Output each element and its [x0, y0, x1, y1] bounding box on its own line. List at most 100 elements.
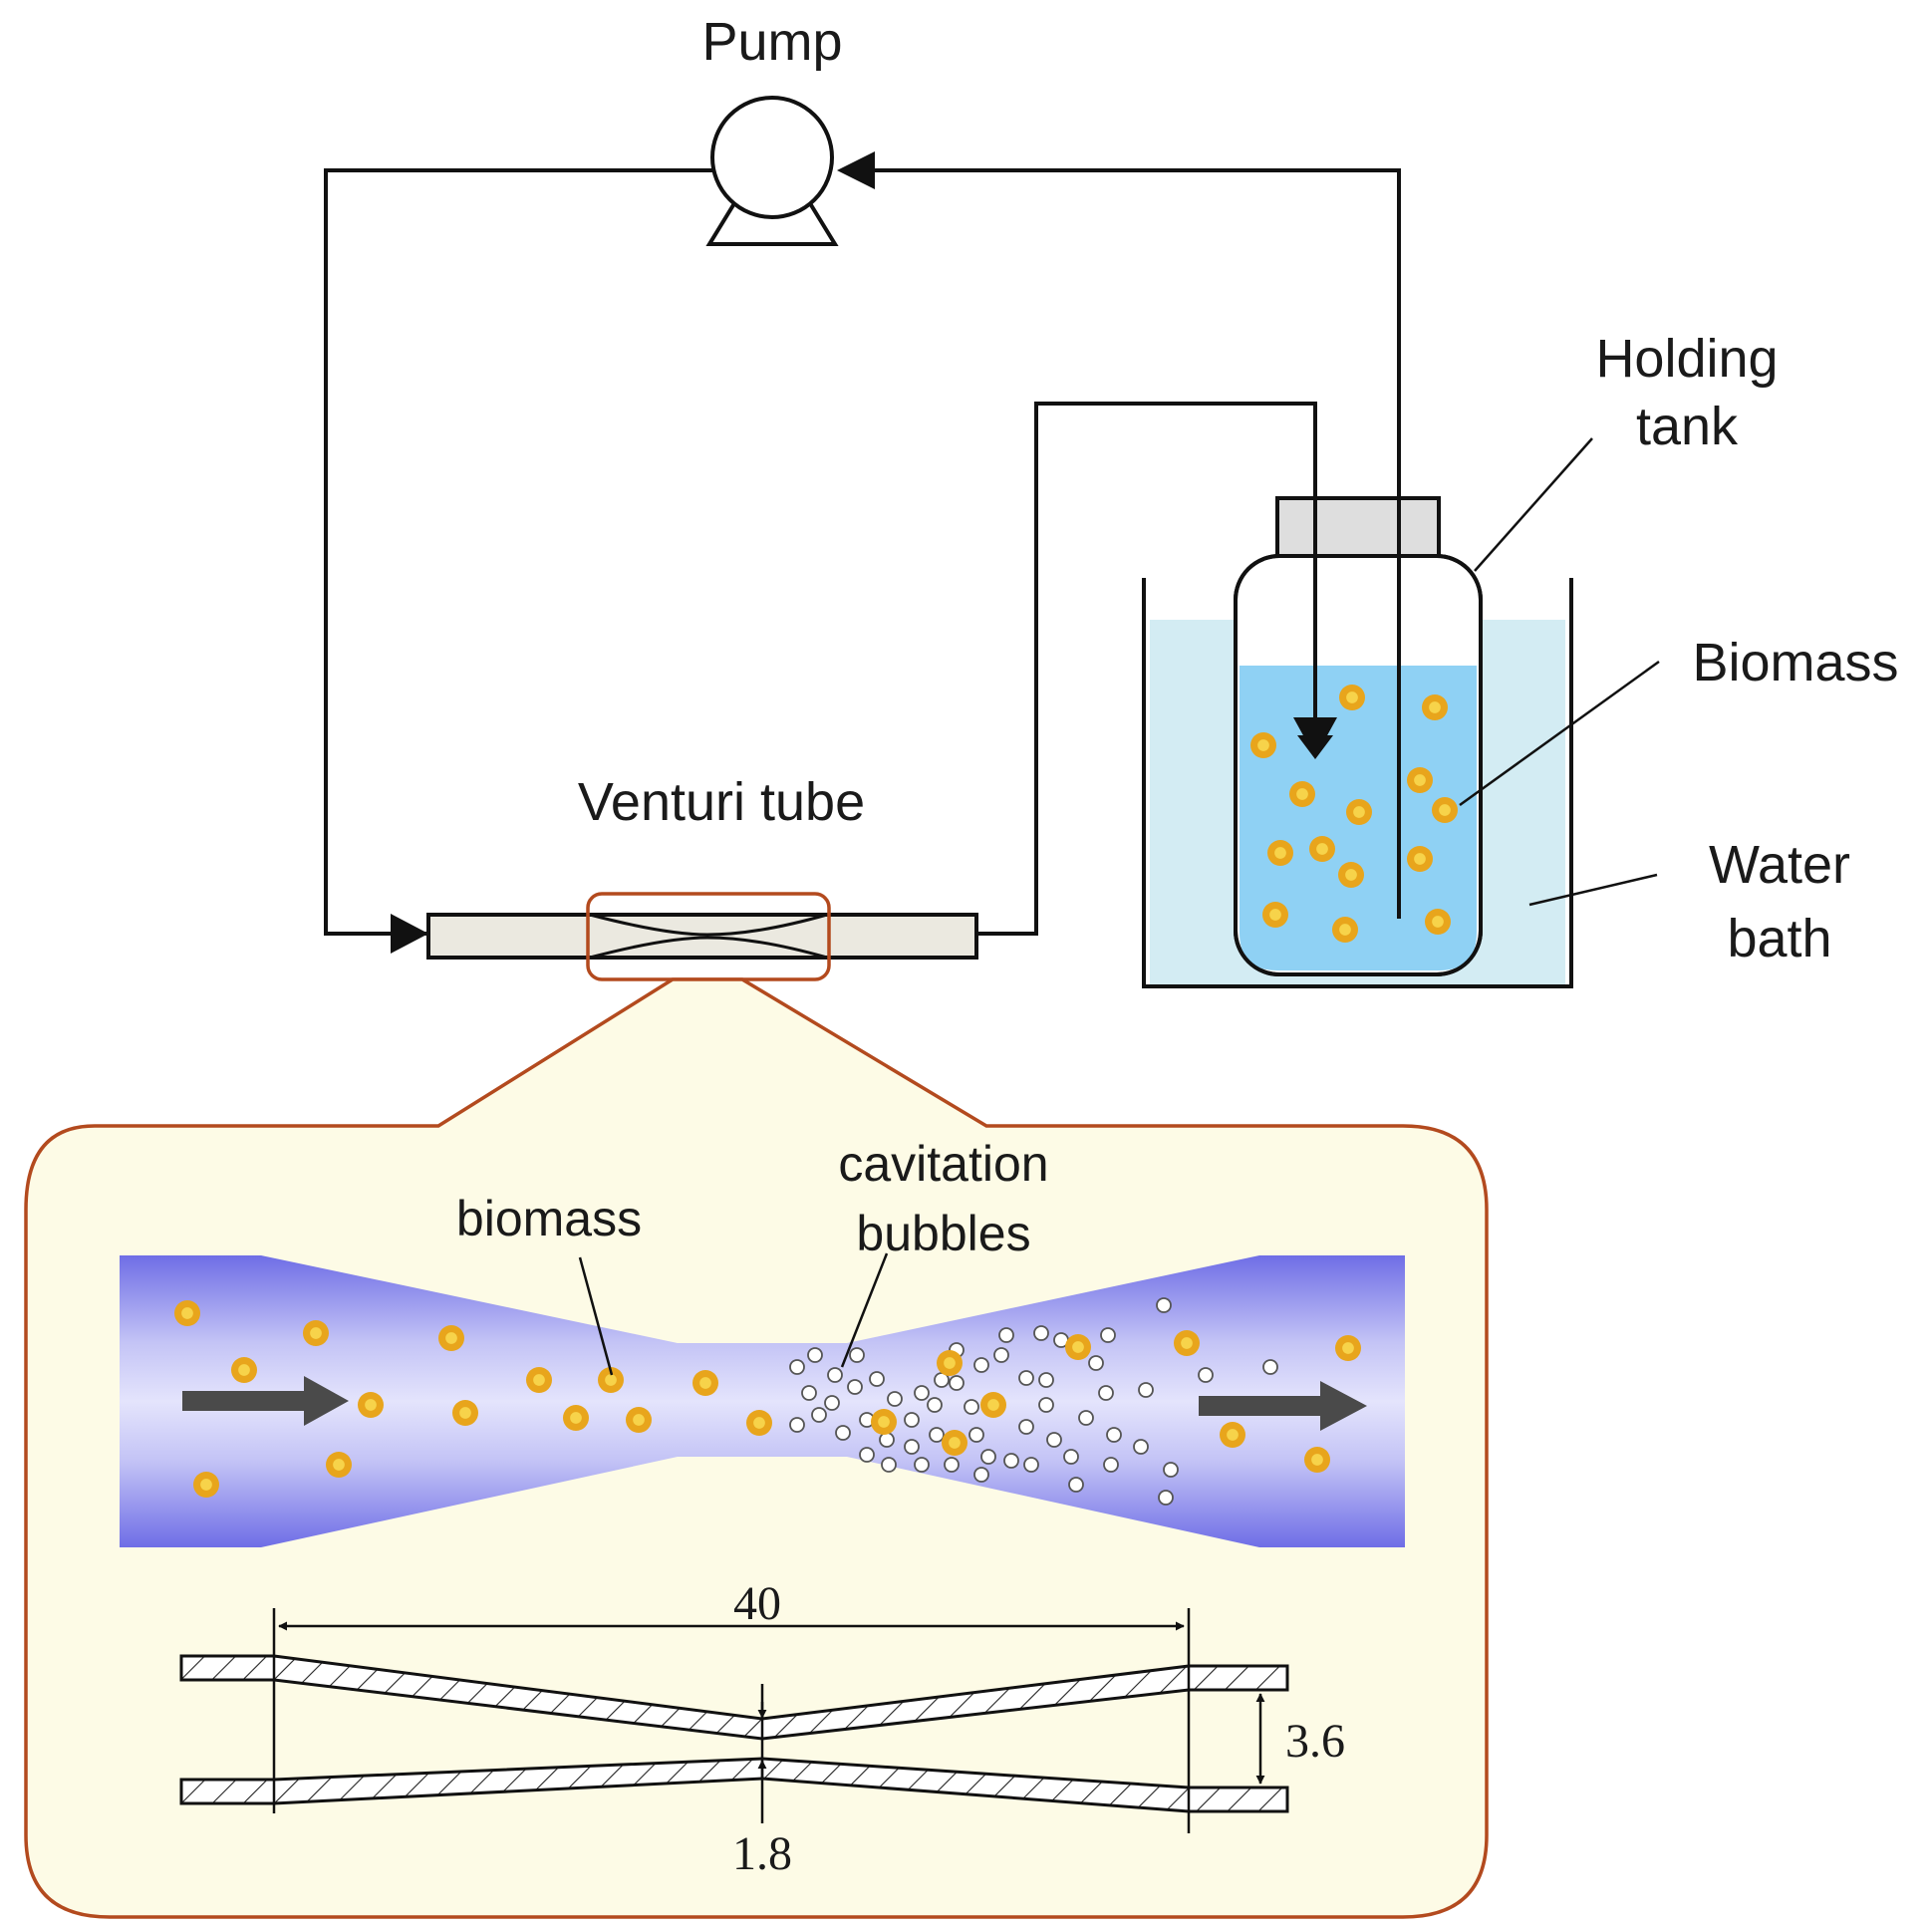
- biomass-particle-core: [1296, 788, 1308, 800]
- cavitation-bubble: [824, 1395, 840, 1411]
- venturi-cross-section: [179, 1608, 1289, 1833]
- biomass-particle-core: [333, 1459, 345, 1471]
- cavitation-bubble: [1106, 1427, 1122, 1443]
- biomass-detail-label: biomass: [456, 1191, 642, 1246]
- cavitation-bubble: [1068, 1477, 1084, 1493]
- tank-biomass-particles: [1250, 685, 1458, 943]
- cavitation-bubble: [811, 1407, 827, 1423]
- cavitation-bubble: [789, 1359, 805, 1375]
- cavitation-bubble: [1003, 1453, 1019, 1469]
- biomass-particle-core: [238, 1364, 250, 1376]
- flow-arrow-inlet: [182, 1376, 349, 1426]
- outer-diameter-text: 3.6: [1285, 1715, 1345, 1768]
- cavitation-bubble: [993, 1347, 1009, 1363]
- cavitation-bubble: [1033, 1325, 1049, 1341]
- cavitation-bubble: [1098, 1385, 1114, 1401]
- biomass-particle-core: [1346, 691, 1358, 703]
- upper-wall-hatched: [179, 1654, 1289, 1741]
- cavitation-bubble: [1133, 1439, 1149, 1455]
- cavitation-bubble: [914, 1385, 930, 1401]
- length-dimension-text: 40: [733, 1577, 781, 1630]
- cavitation-bubble: [1078, 1410, 1094, 1426]
- cavitation-bubble: [1262, 1359, 1278, 1375]
- biomass-particle-core: [1311, 1454, 1323, 1466]
- biomass-particle-core: [1414, 774, 1426, 786]
- cavitation-bubble: [1138, 1382, 1154, 1398]
- cavitation-bubble: [1023, 1457, 1039, 1473]
- biomass-particle-core: [1353, 806, 1365, 818]
- cavitation-bubble: [1163, 1462, 1179, 1478]
- cavitation-bubble: [827, 1367, 843, 1383]
- cavitation-bubble: [801, 1385, 817, 1401]
- biomass-particle-core: [1227, 1429, 1239, 1441]
- flow-arrow-into-pump: [837, 151, 875, 189]
- venturi-tube-throat-top: [589, 913, 828, 937]
- pump-label: Pump: [701, 12, 842, 72]
- biomass-particle-core: [181, 1307, 193, 1319]
- venturi-tube-body: [426, 913, 978, 960]
- biomass-particle-core: [1316, 843, 1328, 855]
- cavitation-bubble: [1063, 1449, 1079, 1465]
- flow-arrow-outlet: [1199, 1381, 1367, 1431]
- cavitation-bubble: [1158, 1490, 1174, 1506]
- cavitation-bubble: [964, 1399, 979, 1415]
- cavitation-bubble: [998, 1327, 1014, 1343]
- cavitation-bubble: [881, 1457, 897, 1473]
- pump: [705, 96, 839, 246]
- biomass-particle-core: [1257, 739, 1269, 751]
- flow-channel: [120, 1255, 1405, 1547]
- cavitation-bubble: [1103, 1457, 1119, 1473]
- biomass-particle-core: [200, 1479, 212, 1491]
- biomass-particle-core: [1429, 701, 1441, 713]
- biomass-particle-core: [1439, 804, 1451, 816]
- biomass-particle-core: [1181, 1337, 1193, 1349]
- biomass-particle-core: [605, 1374, 617, 1386]
- cavitation-label-line2: bubbles: [856, 1206, 1030, 1261]
- cavitation-bubble: [789, 1417, 805, 1433]
- callout-lines: [1459, 437, 1660, 907]
- pump-body: [710, 96, 834, 219]
- cavitation-bubble: [835, 1425, 851, 1441]
- venturi-tube-throat-bottom: [589, 936, 828, 960]
- cavitation-bubble: [859, 1447, 875, 1463]
- biomass-particle-core: [878, 1416, 890, 1428]
- cavitation-bubble: [1088, 1355, 1104, 1371]
- cavitation-bubble: [904, 1439, 920, 1455]
- cavitation-bubble: [914, 1457, 930, 1473]
- biomass-particle-core: [459, 1407, 471, 1419]
- cavitation-bubble: [980, 1449, 996, 1465]
- holding-tank-cap: [1275, 496, 1441, 560]
- cavitation-bubble: [1046, 1432, 1062, 1448]
- cavitation-bubble: [1038, 1397, 1054, 1413]
- cavitation-leader: [840, 1252, 889, 1368]
- cavitation-bubble: [904, 1412, 920, 1428]
- biomass-particle-core: [1414, 853, 1426, 865]
- water-bath-label-line1: Water: [1709, 835, 1850, 895]
- biomass-particle-core: [533, 1374, 545, 1386]
- biomass-particle-core: [365, 1399, 377, 1411]
- cavitation-bubble: [849, 1347, 865, 1363]
- detail-biomass-particles: [174, 1300, 1361, 1498]
- cavitation-bubble: [1198, 1367, 1214, 1383]
- biomass-particle-core: [944, 1357, 956, 1369]
- water-bath-label-line2: bath: [1727, 909, 1831, 968]
- biomass-particle-core: [1072, 1341, 1084, 1353]
- cavitation-bubble: [847, 1379, 863, 1395]
- biomass-particle-core: [633, 1414, 645, 1426]
- cavitation-bubble: [927, 1397, 943, 1413]
- lower-wall-hatched: [179, 1757, 1289, 1813]
- cavitation-bubble: [1018, 1370, 1034, 1386]
- cavitation-bubble: [968, 1427, 984, 1443]
- biomass-particle-core: [949, 1437, 961, 1449]
- biomass-particle-core: [310, 1327, 322, 1339]
- cavitation-bubble: [887, 1391, 903, 1407]
- cavitation-bubble: [879, 1432, 895, 1448]
- biomass-leader: [1459, 660, 1660, 807]
- cavitation-bubble: [949, 1375, 965, 1391]
- holding-tank-label-line2: tank: [1636, 397, 1739, 456]
- flow-arrow-into-venturi: [391, 914, 428, 954]
- biomass-particle-core: [1432, 916, 1444, 928]
- biomass-particle-core: [699, 1377, 711, 1389]
- cavitation-bubble: [869, 1371, 885, 1387]
- biomass-particle-core: [1345, 869, 1357, 881]
